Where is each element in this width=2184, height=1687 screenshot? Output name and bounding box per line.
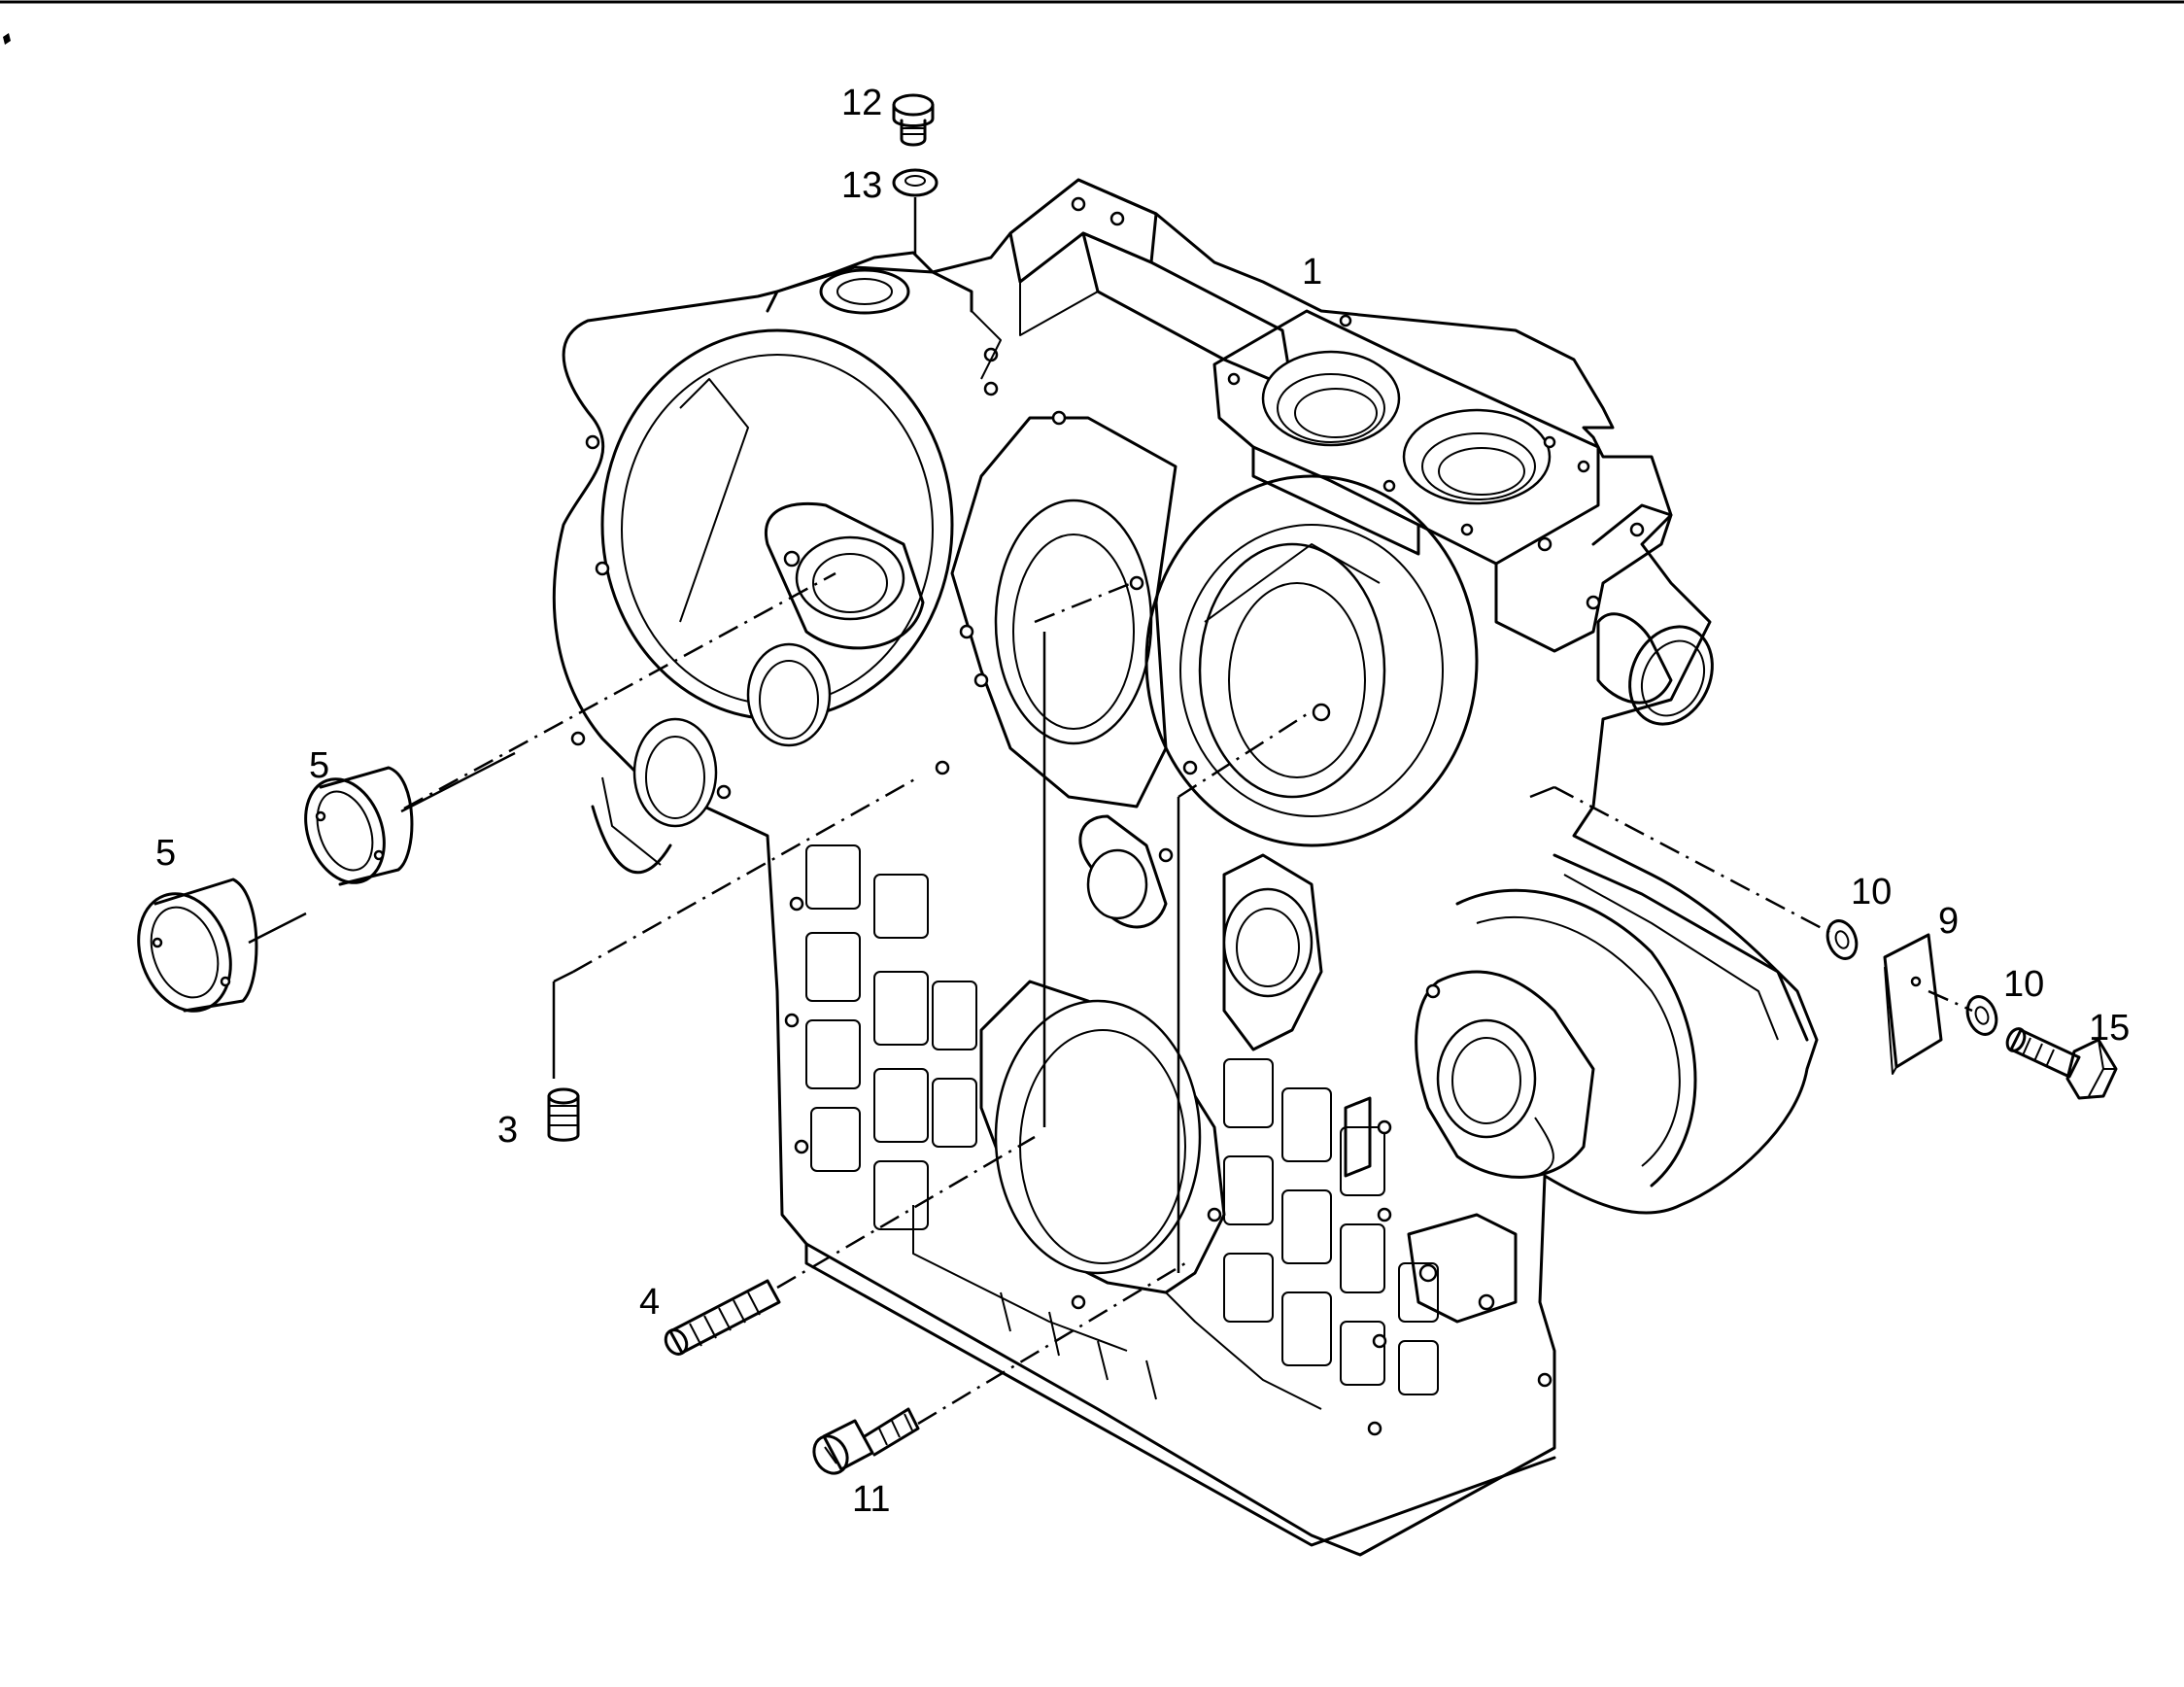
- bushing-part-5-inner: [304, 751, 516, 886]
- bracket-part-9: [1883, 933, 1943, 1075]
- assembly-lines: [403, 571, 1973, 1426]
- callout-10-lower: 10: [2003, 964, 2044, 1005]
- bushing-part-5-outer: [137, 878, 307, 1013]
- callout-5-left: 5: [155, 833, 176, 874]
- callout-labels: 1 3 4 5 5 9 10 10 11 12 13 15: [155, 83, 2130, 1520]
- washer-part-13: [892, 168, 938, 255]
- plug-part-3: [547, 1087, 580, 1142]
- callout-9: 9: [1938, 901, 1959, 942]
- callout-10-upper: 10: [1851, 872, 1892, 912]
- callout-4: 4: [639, 1282, 660, 1323]
- stud-part-4: [664, 1279, 781, 1356]
- housing-part-1: [552, 178, 1819, 1557]
- corner-mark: [3, 33, 11, 45]
- plug-screw-part-11: [812, 1407, 920, 1475]
- callout-5-upper: 5: [309, 745, 329, 786]
- washer-part-10-a: [1826, 919, 1859, 960]
- washer-part-10-b: [1965, 995, 1998, 1036]
- callout-3: 3: [497, 1110, 518, 1151]
- callout-1: 1: [1302, 252, 1322, 293]
- callout-11: 11: [852, 1479, 890, 1520]
- bolt-part-15: [2005, 1027, 2118, 1100]
- callout-12: 12: [841, 83, 882, 123]
- plug-part-12: [892, 93, 935, 147]
- callout-13: 13: [841, 165, 882, 206]
- callout-15: 15: [2089, 1008, 2130, 1049]
